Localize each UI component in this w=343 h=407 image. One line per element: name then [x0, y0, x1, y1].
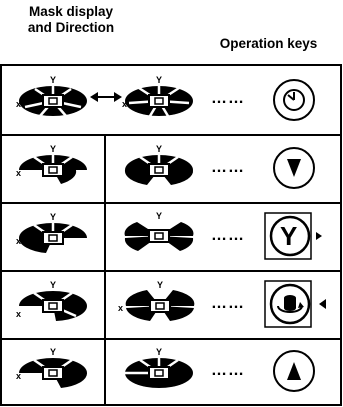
mask-display-header: Mask display and Direction — [0, 4, 142, 36]
column-divider — [104, 134, 106, 406]
leader-dots: …… — [211, 295, 245, 312]
clock-dial-key[interactable] — [272, 78, 316, 122]
down-key[interactable] — [272, 146, 316, 190]
svg-text:Y: Y — [156, 211, 162, 221]
double-arrow-icon — [90, 91, 122, 103]
table-border-right — [340, 64, 342, 406]
svg-text:x: x — [122, 99, 127, 109]
mask-disc-icon: Y — [124, 211, 194, 251]
mask-display-b: Y x — [122, 75, 197, 119]
svg-text:x: x — [16, 168, 21, 178]
svg-text:x: x — [16, 371, 21, 381]
svg-text:x: x — [16, 309, 21, 319]
mask-display-b: Y — [122, 347, 197, 391]
y-letter-icon: Y — [264, 212, 322, 260]
mask-display-a: Y x — [16, 280, 91, 324]
mask-disc-icon: Y x — [122, 75, 193, 117]
mask-disc-icon: Y x — [16, 75, 87, 117]
row-divider — [0, 134, 342, 136]
table-border-left — [0, 64, 2, 406]
svg-text:Y: Y — [156, 347, 162, 357]
up-key[interactable] — [272, 349, 316, 393]
mask-direction-table: Y x Y x …… — [0, 64, 342, 406]
svg-text:x: x — [118, 303, 123, 313]
row-divider — [0, 64, 342, 66]
mask-display-a: Y x — [16, 212, 91, 256]
x-axis-label: x — [16, 99, 21, 109]
mask-display-b: Y x — [118, 280, 198, 326]
y-axis-label: Y — [50, 75, 56, 85]
mask-disc-icon: Y x — [16, 280, 88, 321]
y-key-letter: Y — [280, 221, 297, 251]
mask-display-header-line1: Mask display — [28, 4, 114, 19]
mask-display-a: Y x — [16, 144, 91, 188]
mask-display-a: Y x — [16, 75, 91, 119]
mask-disc-icon: Y x — [16, 212, 87, 253]
rotate-key[interactable] — [264, 280, 342, 328]
svg-text:Y: Y — [157, 280, 163, 290]
mask-disc-icon: Y x — [16, 144, 87, 184]
leader-dots: …… — [211, 227, 245, 244]
row-divider — [0, 338, 342, 340]
leader-dots: …… — [211, 90, 245, 107]
row-divider — [0, 404, 342, 406]
up-triangle-icon — [273, 350, 315, 392]
svg-text:Y: Y — [50, 280, 56, 290]
leader-dots: …… — [211, 159, 245, 176]
clock-dial-icon — [273, 79, 315, 121]
svg-text:Y: Y — [50, 212, 56, 222]
mask-display-b: Y — [122, 144, 197, 188]
mask-display-header-line2: and Direction — [27, 20, 115, 35]
svg-text:Y: Y — [156, 75, 162, 85]
svg-text:Y: Y — [50, 144, 56, 154]
leader-dots: …… — [211, 362, 245, 379]
svg-text:Y: Y — [50, 347, 56, 357]
mask-disc-icon: Y x — [118, 280, 195, 321]
mask-disc-icon: Y x — [16, 347, 88, 388]
operation-keys-header: Operation keys — [219, 36, 318, 51]
row-divider — [0, 202, 342, 204]
row-divider — [0, 270, 342, 272]
down-triangle-icon — [273, 147, 315, 189]
svg-text:x: x — [16, 236, 21, 246]
mask-disc-icon: Y — [124, 144, 194, 185]
mask-display-a: Y x — [16, 347, 91, 391]
y-key[interactable]: Y — [264, 212, 334, 260]
mask-display-b: Y — [122, 211, 197, 258]
mask-disc-icon: Y — [125, 347, 193, 388]
rotate-dial-icon — [264, 280, 326, 328]
svg-text:Y: Y — [156, 144, 162, 154]
